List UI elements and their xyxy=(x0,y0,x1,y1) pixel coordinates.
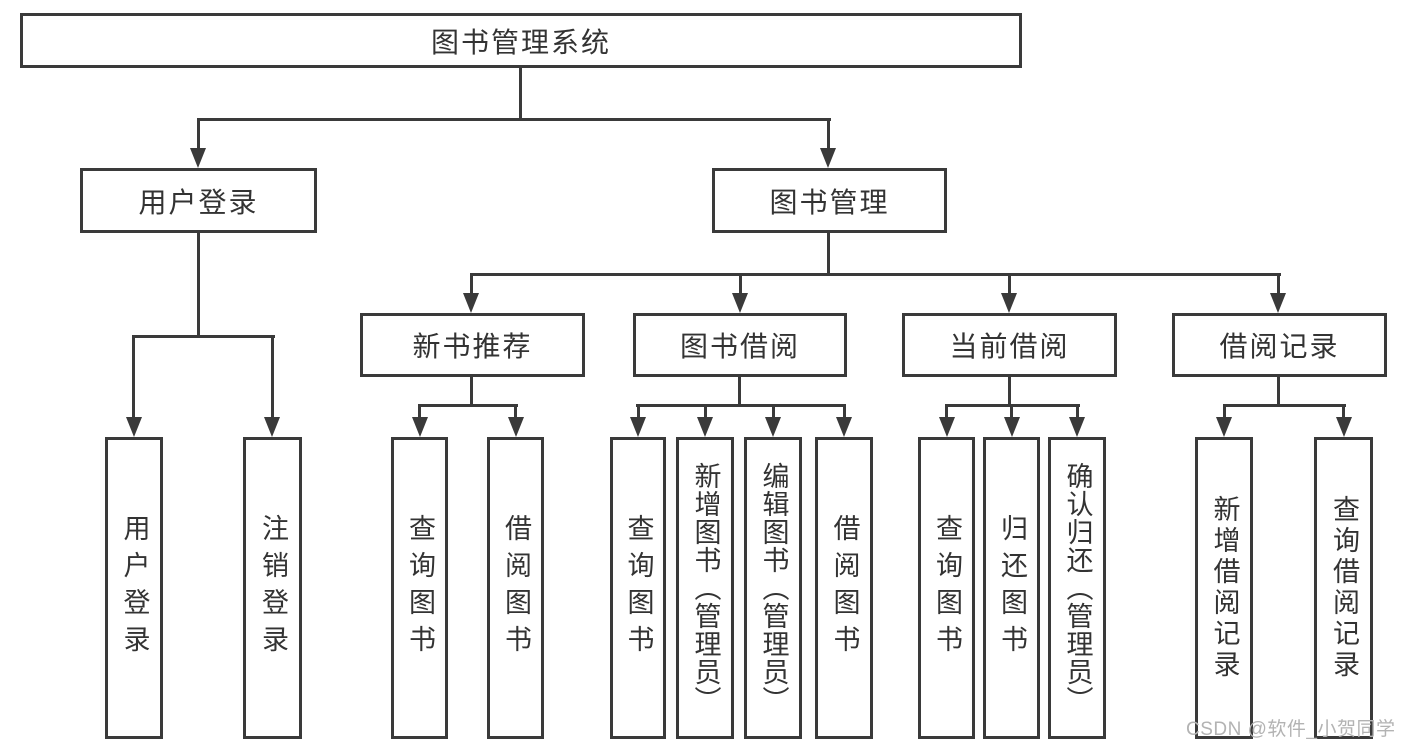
connector-line xyxy=(1277,276,1280,294)
connector-line xyxy=(827,121,830,149)
arrowhead-down xyxy=(1004,417,1020,437)
connector-line xyxy=(636,404,845,407)
connector-line xyxy=(470,377,473,407)
connector-line xyxy=(945,404,948,419)
leaf-query-books-newbook-label: 查询图书 xyxy=(405,514,435,662)
node-new-book-recommendation: 新书推荐 xyxy=(360,313,585,377)
connector-line xyxy=(739,276,742,294)
connector-line xyxy=(1277,377,1280,407)
leaf-add-books-admin: 新增图书（管理员） xyxy=(676,437,734,739)
arrowhead-down xyxy=(1270,293,1286,313)
node-user-login: 用户登录 xyxy=(80,168,317,233)
arrowhead-down xyxy=(630,417,646,437)
connector-line xyxy=(738,377,741,407)
leaf-edit-books-admin-label: 编辑图书（管理员） xyxy=(758,462,789,714)
arrowhead-down xyxy=(264,417,280,437)
connector-line xyxy=(1008,276,1011,294)
connector-line xyxy=(704,404,707,419)
leaf-query-books-current-label: 查询图书 xyxy=(932,514,962,662)
connector-line xyxy=(827,233,830,275)
connector-line xyxy=(843,404,846,419)
node-book-management-label: 图书管理 xyxy=(769,186,890,218)
leaf-query-books-current: 查询图书 xyxy=(918,437,975,739)
arrowhead-down xyxy=(126,417,142,437)
node-borrowing-records-label: 借阅记录 xyxy=(1219,331,1340,362)
leaf-logout-login: 注销登录 xyxy=(243,437,302,739)
leaf-return-books-label: 归还图书 xyxy=(997,514,1027,662)
leaf-user-login-label: 用户登录 xyxy=(119,514,150,662)
node-new-book-recommendation-label: 新书推荐 xyxy=(412,331,533,362)
node-system-root-label: 图书管理系统 xyxy=(430,26,611,58)
connector-line xyxy=(418,404,518,407)
leaf-borrow-books-newbook-label: 借阅图书 xyxy=(501,514,531,662)
connector-line xyxy=(637,404,640,419)
node-current-borrowing-label: 当前借阅 xyxy=(949,331,1070,362)
connector-line xyxy=(271,338,274,419)
arrowhead-down xyxy=(1216,417,1232,437)
connector-line xyxy=(132,338,135,419)
leaf-add-borrow-record: 新增借阅记录 xyxy=(1195,437,1253,739)
node-current-borrowing: 当前借阅 xyxy=(902,313,1117,377)
connector-line xyxy=(197,233,200,337)
arrowhead-down xyxy=(1336,417,1352,437)
leaf-confirm-return-admin: 确认归还（管理员） xyxy=(1048,437,1106,739)
leaf-borrow-books-borrowing: 借阅图书 xyxy=(815,437,873,739)
arrowhead-down xyxy=(1001,293,1017,313)
arrowhead-down xyxy=(732,293,748,313)
arrowhead-down xyxy=(765,417,781,437)
connector-line xyxy=(470,276,473,294)
node-book-borrowing: 图书借阅 xyxy=(633,313,847,377)
leaf-query-books-borrowing: 查询图书 xyxy=(610,437,666,739)
connector-line xyxy=(1010,404,1013,419)
leaf-edit-books-admin: 编辑图书（管理员） xyxy=(744,437,802,739)
connector-line xyxy=(1223,404,1226,419)
arrowhead-down xyxy=(939,417,955,437)
leaf-confirm-return-admin-label: 确认归还（管理员） xyxy=(1062,462,1093,714)
leaf-user-login: 用户登录 xyxy=(105,437,163,739)
node-book-borrowing-label: 图书借阅 xyxy=(679,331,800,362)
connector-line xyxy=(772,404,775,419)
watermark: CSDN @软件_小贺同学 xyxy=(1186,719,1396,740)
connector-line xyxy=(197,118,831,121)
arrowhead-down xyxy=(1069,417,1085,437)
arrowhead-down xyxy=(412,417,428,437)
connector-line xyxy=(519,68,522,121)
arrowhead-down xyxy=(697,417,713,437)
arrowhead-down xyxy=(463,293,479,313)
leaf-query-books-newbook: 查询图书 xyxy=(391,437,448,739)
leaf-borrow-books-newbook: 借阅图书 xyxy=(487,437,544,739)
leaf-query-borrow-record: 查询借阅记录 xyxy=(1314,437,1373,739)
leaf-add-borrow-record-label: 新增借阅记录 xyxy=(1209,495,1240,681)
leaf-logout-login-label: 注销登录 xyxy=(258,514,288,662)
node-borrowing-records: 借阅记录 xyxy=(1172,313,1387,377)
leaf-return-books: 归还图书 xyxy=(983,437,1040,739)
connector-line xyxy=(197,121,200,149)
connector-line xyxy=(418,404,421,419)
arrowhead-down xyxy=(836,417,852,437)
arrowhead-down xyxy=(508,417,524,437)
connector-line xyxy=(514,404,517,419)
node-book-management: 图书管理 xyxy=(712,168,947,233)
connector-line xyxy=(1008,377,1011,407)
node-user-login-label: 用户登录 xyxy=(138,186,259,218)
connector-line xyxy=(1076,404,1079,419)
leaf-query-borrow-record-label: 查询借阅记录 xyxy=(1329,495,1359,681)
arrowhead-down xyxy=(190,148,206,168)
connector-line xyxy=(470,273,1281,276)
node-system-root: 图书管理系统 xyxy=(20,13,1022,68)
connector-line xyxy=(1342,404,1345,419)
leaf-query-books-borrowing-label: 查询图书 xyxy=(623,514,654,662)
connector-line xyxy=(132,335,275,338)
connector-line xyxy=(1223,404,1346,407)
leaf-add-books-admin-label: 新增图书（管理员） xyxy=(690,462,721,714)
leaf-borrow-books-borrowing-label: 借阅图书 xyxy=(829,514,860,662)
arrowhead-down xyxy=(820,148,836,168)
